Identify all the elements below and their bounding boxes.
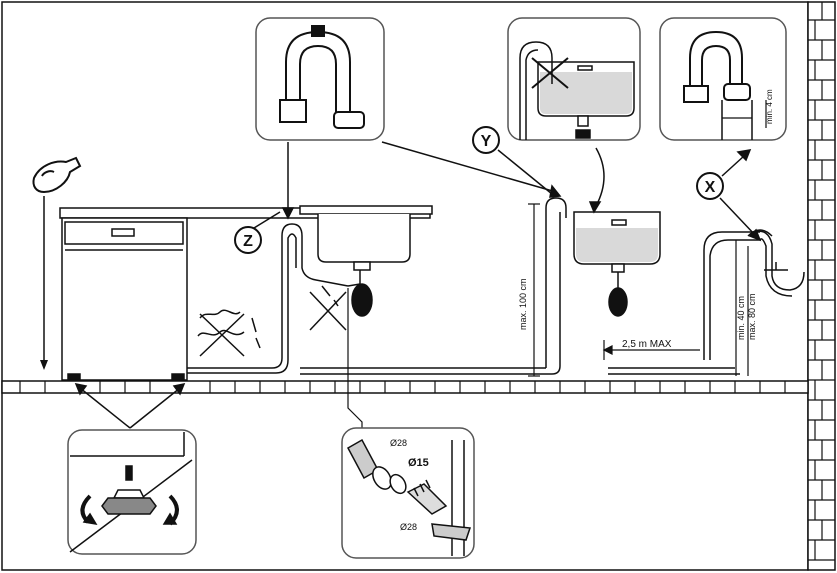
label-x-badge: X <box>696 172 724 200</box>
pointer-arrows <box>74 141 762 429</box>
diameter-28-bottom: Ø28 <box>400 522 417 532</box>
wrong-hose-crossed <box>197 309 261 357</box>
label-y: Y <box>481 133 492 150</box>
label-x: X <box>705 179 716 196</box>
brick-wall <box>807 1 836 571</box>
wrong-connection-crossed <box>309 285 347 331</box>
min40-max80-dimension <box>735 240 749 376</box>
label-z-badge: Z <box>234 226 262 254</box>
diameter-15: Ø15 <box>408 457 429 469</box>
utility-sink-y <box>573 211 661 317</box>
max-80-line: max. 80 cm <box>747 293 757 340</box>
max-2-5m-label: 2,5 m MAX <box>622 339 672 350</box>
standpipe-x <box>703 229 805 360</box>
min-4-label: min. 4 cm <box>765 89 774 124</box>
diameter-28-top: Ø28 <box>390 438 407 448</box>
floor <box>1 380 809 394</box>
drain-hose-z <box>187 223 349 374</box>
max-100-dimension <box>528 203 540 377</box>
inset-min-4cm: min. 4 cm <box>659 17 787 141</box>
inset-hose-hook <box>255 17 385 141</box>
max-2-5m-dimension <box>602 340 700 360</box>
inset-wrong-submerged <box>507 17 641 141</box>
detail-connector <box>347 288 363 428</box>
min40-label: min. 40 cm max. 80 cm <box>736 293 757 340</box>
inset-hose-diameters: Ø28 Ø15 Ø28 <box>341 427 475 559</box>
floor-hose <box>300 197 740 375</box>
kitchen-sink <box>299 205 433 317</box>
dishwasher <box>61 217 188 381</box>
level-arrow-icon <box>40 360 48 370</box>
hand-icon <box>32 156 82 194</box>
max-100-label: max. 100 cm <box>518 278 528 330</box>
min-40-line: min. 40 cm <box>736 296 746 340</box>
label-y-badge: Y <box>472 126 500 154</box>
inset-adjustable-foot <box>67 429 197 555</box>
label-z: Z <box>243 233 253 250</box>
